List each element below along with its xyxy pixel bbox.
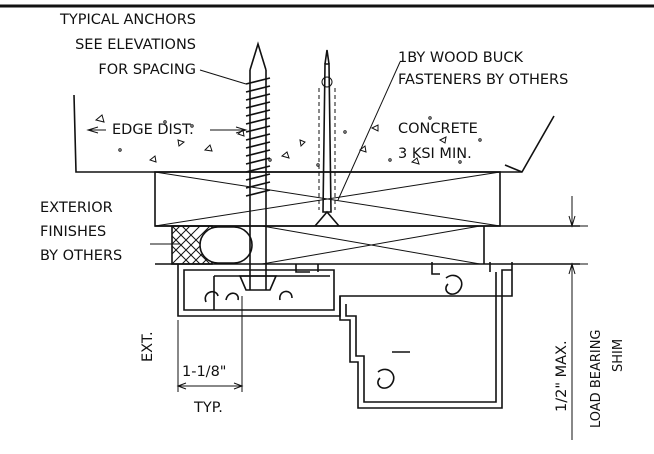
label-see-elevations: SEE ELEVATIONS xyxy=(75,37,196,53)
label-for-spacing: FOR SPACING xyxy=(98,62,196,78)
buck-note: 1BY WOOD BUCK FASTENERS BY OTHERS xyxy=(398,50,568,88)
concrete-note: CONCRETE 3 KSI MIN. xyxy=(398,121,478,162)
dim-frame-depth xyxy=(176,296,244,392)
label-concrete-strength: 3 KSI MIN. xyxy=(398,146,472,162)
backer-rod xyxy=(199,226,253,264)
window-frame-extrusion xyxy=(177,262,513,409)
dim-edge-distance xyxy=(86,126,248,134)
label-concrete: CONCRETE xyxy=(398,121,478,137)
label-edge-distance: EDGE DIST. xyxy=(112,122,194,138)
exterior-note: EXTERIOR FINISHES BY OTHERS xyxy=(40,200,122,264)
label-ext: EXT. xyxy=(140,331,156,362)
wood-buck xyxy=(154,171,501,227)
label-fasteners: FASTENERS BY OTHERS xyxy=(398,72,568,88)
label-dim-value: 1-1/8" xyxy=(182,364,226,380)
anchor-screw xyxy=(238,41,278,291)
label-by-others: BY OTHERS xyxy=(40,248,122,264)
label-typical-anchors: TYPICAL ANCHORS xyxy=(59,12,196,28)
anchor-note: TYPICAL ANCHORS SEE ELEVATIONS FOR SPACI… xyxy=(59,12,196,78)
shim-diagonal-2 xyxy=(261,225,481,265)
leader-anchors xyxy=(199,69,247,85)
label-finishes: FINISHES xyxy=(40,224,106,240)
label-wood-buck: 1BY WOOD BUCK xyxy=(398,50,523,66)
label-exterior: EXTERIOR xyxy=(40,200,113,216)
label-shim: SHIM xyxy=(611,339,626,372)
dim-shim xyxy=(560,196,588,440)
buck-fastener xyxy=(314,49,340,227)
label-load-bearing: LOAD BEARING xyxy=(589,329,604,428)
label-dim-typ: TYP. xyxy=(193,400,223,416)
leader-buck xyxy=(337,61,401,201)
label-shim-max: 1/2" MAX. xyxy=(554,340,570,412)
concrete-hatch xyxy=(94,114,482,167)
